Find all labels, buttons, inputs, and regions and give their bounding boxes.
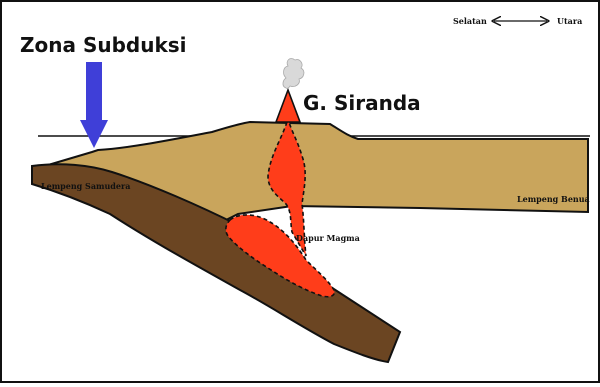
- direction-north-label: Utara: [557, 16, 582, 26]
- volcano-label: G. Siranda: [303, 91, 421, 115]
- direction-south-label: Selatan: [453, 16, 487, 26]
- magma-chamber-label: Dapur Magma: [296, 233, 360, 243]
- continental-plate-label: Lempeng Benua: [517, 194, 590, 204]
- oceanic-plate-label: Lempeng Samudera: [41, 181, 130, 191]
- subduction-zone-label: Zona Subduksi: [20, 33, 187, 57]
